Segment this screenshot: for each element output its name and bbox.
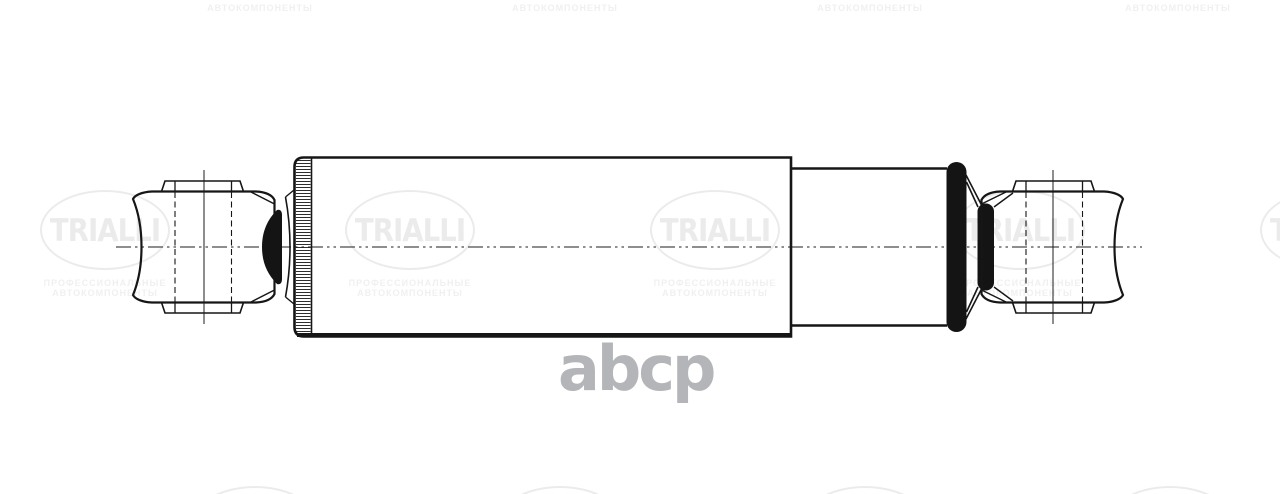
end-boot-seal xyxy=(946,162,1014,332)
trialli-watermark-slogan: ПРОФЕССИОНАЛЬНЫЕ АВТОКОМПОНЕНТЫ xyxy=(958,278,1082,298)
bushing-barrel xyxy=(980,190,1125,304)
knurled-collar xyxy=(296,159,311,335)
rod-end-stop xyxy=(977,203,994,291)
trialli-watermark-slogan: ПРОФЕССИОНАЛЬНЫЕ АВТОКОМПОНЕНТЫ xyxy=(653,278,777,298)
boot-seal-ring xyxy=(946,162,967,332)
trialli-watermark-oval: TRIALLI xyxy=(345,190,475,270)
bushing-top-tab xyxy=(160,180,245,192)
abcp-logo: abcp xyxy=(558,332,716,405)
dust-tube-cylinder xyxy=(293,156,793,338)
trialli-watermark-slogan: ПРОФЕССИОНАЛЬНЫЕ АВТОКОМПОНЕНТЫ xyxy=(43,278,167,298)
bushing-pinch-seal xyxy=(262,209,282,285)
trialli-watermark-slogan: ПРОФЕССИОНАЛЬНЫЕ АВТОКОМПОНЕНТЫ xyxy=(199,0,321,13)
bushing-bottom-tab xyxy=(160,302,245,314)
trialli-watermark-slogan: ПРОФЕССИОНАЛЬНЫЕ АВТОКОМПОНЕНТЫ xyxy=(1117,0,1239,13)
trialli-watermark-slogan: ПРОФЕССИОНАЛЬНЫЕ АВТОКОМПОНЕНТЫ xyxy=(348,278,472,298)
trialli-watermark-slogan: ПРОФЕССИОНАЛЬНЫЕ АВТОКОМПОНЕНТЫ xyxy=(809,0,931,13)
right-eye-bushing xyxy=(980,170,1125,324)
left-eye-bushing xyxy=(131,170,295,324)
cone-section xyxy=(965,174,982,320)
reservoir-tube xyxy=(791,167,947,327)
trialli-watermark-oval: TRIALLI xyxy=(650,190,780,270)
trialli-watermark-slogan: ПРОФЕССИОНАЛЬНЫЕ АВТОКОМПОНЕНТЫ xyxy=(504,0,626,13)
trialli-watermark-oval: TRIALLI xyxy=(40,190,170,270)
